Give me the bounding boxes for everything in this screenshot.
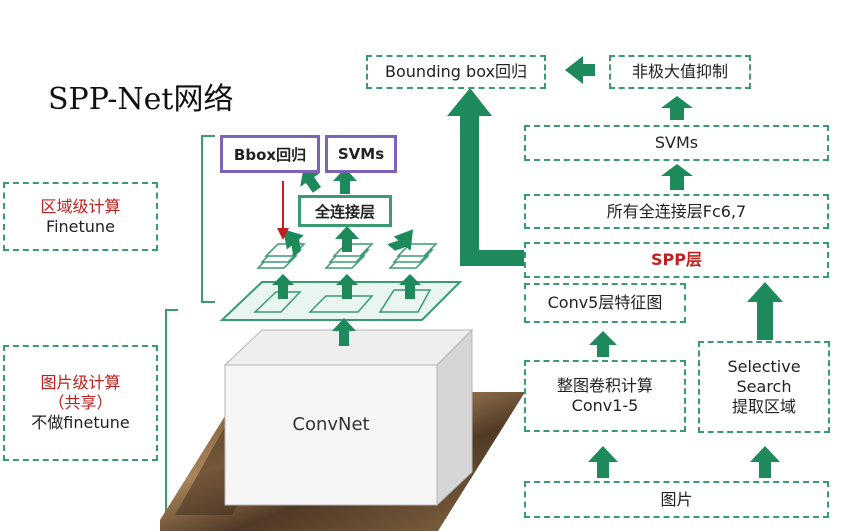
arrow-nms-to-bbox [565, 56, 595, 84]
arrow-svms-to-nms [661, 96, 693, 120]
label-image-level: 图片级计算 （共享） 不做finetune [3, 345, 158, 461]
arrow-pool-2-up [336, 274, 358, 299]
pipeline-conv5: Conv5层特征图 [524, 283, 686, 323]
pipeline-selective-line2: Search [736, 377, 792, 396]
pipeline-conv-full-line1: 整图卷积计算 [556, 376, 653, 395]
arrow-fc67-to-svms [661, 164, 693, 190]
arrow-fc-to-bbox [300, 170, 321, 193]
label-region-line2: Finetune [46, 216, 115, 236]
pipeline-selective-line1: Selective [727, 357, 801, 376]
bracket-image [165, 309, 178, 521]
pipeline-nms: 非极大值抑制 [609, 55, 751, 89]
arrow-fc-left [283, 229, 304, 258]
red-arrow [277, 181, 289, 240]
arrow-conv-to-conv5 [589, 331, 617, 357]
label-image-line3: 不做finetune [31, 413, 130, 432]
bbox-regression-box: Bbox回归 [220, 135, 320, 173]
arrow-pool-1-up [272, 274, 294, 299]
pipeline-conv-full: 整图卷积计算 Conv1-5 [524, 360, 686, 432]
fc-layer-box: 全连接层 [298, 195, 392, 227]
arrow-fc-right [387, 229, 413, 251]
arrow-fc-to-svms [333, 168, 357, 194]
bracket-region [201, 135, 215, 303]
arrow-convnet-up [332, 318, 356, 346]
arrows [272, 56, 783, 478]
pipeline-svms: SVMs [524, 125, 829, 161]
arrow-image-to-conv [588, 446, 618, 478]
pipeline-spp: SPP层 [524, 242, 829, 278]
page-title: SPP-Net网络 [48, 82, 234, 117]
pipeline-selective-search: Selective Search 提取区域 [698, 341, 830, 433]
label-image-line1: 图片级计算 [40, 373, 121, 392]
label-region-line1: 区域级计算 [40, 196, 121, 216]
label-image-line2: （共享） [48, 393, 113, 412]
arrow-selective-to-spp [747, 282, 783, 340]
label-region-level: 区域级计算 Finetune [3, 182, 158, 251]
convnet-cube-front [224, 364, 438, 506]
arrow-pool-3-up [399, 274, 421, 299]
arrow-spp-to-bbox [447, 88, 527, 266]
pipeline-fc67: 所有全连接层Fc6,7 [524, 194, 829, 229]
pipeline-conv-full-line2: Conv1-5 [571, 396, 639, 415]
convnet-label: ConvNet [292, 414, 370, 435]
arrow-image-to-selective [750, 446, 780, 478]
pipeline-selective-line3: 提取区域 [731, 397, 796, 416]
pipeline-bbox-regression: Bounding box回归 [366, 55, 546, 89]
arrow-fc-mid [335, 226, 359, 252]
svms-box: SVMs [325, 135, 397, 173]
pipeline-image: 图片 [524, 481, 829, 518]
